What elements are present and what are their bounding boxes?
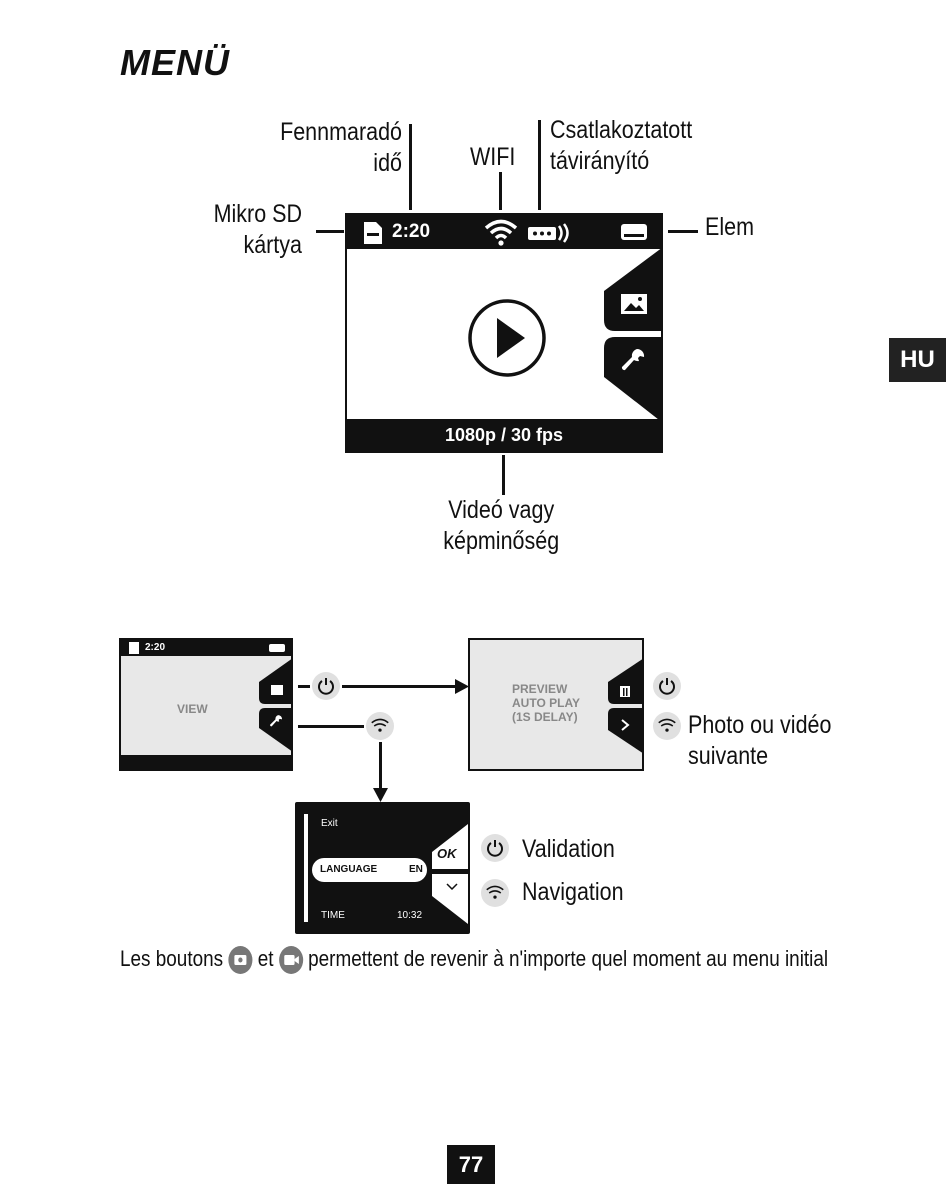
video-mode-button-icon [278,946,303,975]
remaining-time: 2:20 [392,221,431,242]
quality-leader [502,455,505,495]
arrow-head-down [373,788,388,802]
remaining-time-line2: idő [373,149,402,177]
ok-button: OK [437,846,457,861]
camera-screen: 2:20 1080p / 30 fps [345,213,663,453]
next-photo-line1: Photo ou vidéo [688,711,832,739]
wifi-leader [499,172,502,210]
sd-card-line2: kártya [243,231,302,259]
remaining-time-leader [409,124,412,210]
preview-side-menu [608,659,642,753]
arrow-to-menu-stub [298,725,364,728]
preview-line3: (1S DELAY) [512,710,578,724]
sd-card-leader [316,230,344,233]
wifi-label: WIFI [470,143,516,171]
remaining-time-line1: Fennmaradó [280,118,402,146]
remaining-time-label: Fennmaradó idő [254,117,402,179]
sd-card-line1: Mikro SD [213,200,302,228]
battery-leader [668,230,698,233]
sd-card-label: Mikro SD kártya [154,199,302,261]
view-time: 2:20 [145,642,166,653]
preview-line1: PREVIEW [512,682,568,696]
footer-note-part1: Les boutons [120,946,224,971]
preview-text: PREVIEW AUTO PLAY (1S DELAY) [512,682,580,724]
status-bar: 2:20 [347,215,661,249]
menu-scrollbar [304,814,308,922]
sd-card-icon [129,642,139,654]
wifi-button-icon-preview [653,712,681,740]
wifi-icon [484,219,518,246]
view-bottom-bar [121,755,291,769]
quality-label: Videó vagy képminőség [441,495,561,557]
language-label: LANGUAGE [320,864,378,875]
menu-item-language: LANGUAGE EN [312,858,427,882]
battery-label: Elem [705,213,754,241]
footer-note-part2: et [257,946,274,971]
preview-screen: PREVIEW AUTO PLAY (1S DELAY) [468,638,644,771]
page-number: 77 [447,1145,495,1184]
language-value: EN [409,864,423,875]
navigation-label: Navigation [522,878,624,906]
chevron-right-icon [621,719,630,731]
battery-icon [269,644,285,652]
language-tab: HU [889,338,946,382]
view-status-bar: 2:20 [121,640,291,656]
quality-line1: Videó vagy [448,496,555,524]
sd-card-icon [364,222,382,244]
validation-label: Validation [522,835,615,863]
preview-line2: AUTO PLAY [512,696,581,710]
next-photo-line2: suivante [688,742,769,770]
battery-icon [621,224,647,240]
arrow-to-preview [342,685,457,688]
arrow-stub-top [298,685,310,688]
trash-icon [620,686,630,697]
remote-line2: távirányító [550,147,650,175]
menu-screen: Exit LANGUAGE EN TIME 10:32 OK [295,802,470,934]
wrench-icon [270,715,282,727]
power-button-icon [312,672,340,700]
photo-mode-button-icon [228,946,253,975]
remote-label: Csatlakoztatott távirányító [550,115,692,177]
remote-line1: Csatlakoztatott [550,116,693,144]
menu-item-time-value: 10:32 [397,910,423,921]
play-button[interactable] [467,298,547,378]
view-side-menu [259,659,291,751]
quality-line2: képminőség [443,527,560,555]
gallery-icon [271,685,283,695]
chevron-down-icon [446,883,458,891]
remote-icon [528,223,569,243]
menu-side-buttons [432,824,468,924]
wifi-button-icon [366,712,394,740]
menu-item-exit: Exit [321,818,338,829]
footer-note: Les boutons et permettent de revenir à n… [120,946,829,975]
page-title: MENÜ [120,42,230,83]
menu-item-time: TIME [321,910,345,921]
arrow-head-right [455,679,469,694]
view-screen: 2:20 VIEW [119,638,293,771]
gallery-icon[interactable] [620,293,648,315]
footer-note-part3: permettent de revenir à n'importe quel m… [308,946,829,971]
view-label: VIEW [177,702,208,716]
next-photo-label: Photo ou vidéo suivante [688,710,831,772]
quality-bar: 1080p / 30 fps [347,419,661,451]
wrench-icon[interactable] [620,347,646,373]
remote-leader [538,120,541,210]
arrow-down-line [379,742,382,790]
power-button-icon-menu [481,834,509,862]
power-button-icon-preview [653,672,681,700]
wifi-button-icon-menu [481,879,509,907]
side-menu [604,248,661,422]
